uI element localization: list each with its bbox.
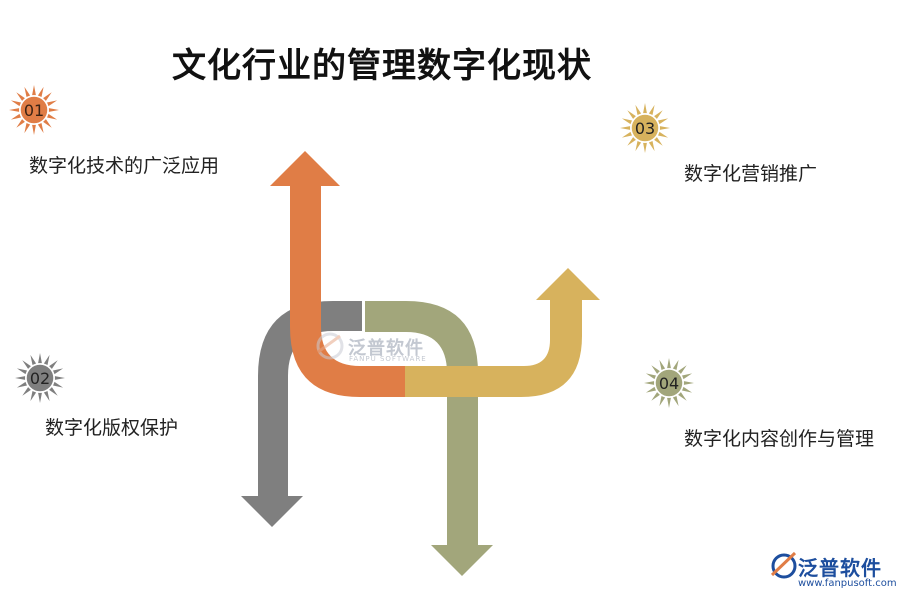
item-label-02: 数字化版权保护 <box>45 417 179 439</box>
item-label-04: 数字化内容创作与管理 <box>684 428 875 450</box>
watermark-logo-icon <box>316 332 344 360</box>
watermark-name: 泛普软件 <box>348 338 424 359</box>
watermark-subtitle: FANPU SOFTWARE <box>349 355 427 363</box>
page-title: 文化行业的管理数字化现状 <box>172 46 592 86</box>
fanpu-logo-icon <box>770 551 797 579</box>
sun-burst-icon <box>620 103 670 153</box>
badge-number: 02 <box>30 369 50 388</box>
badge-03: 03 <box>620 103 670 153</box>
badge-04: 04 <box>644 358 694 408</box>
sun-burst-icon <box>9 85 59 135</box>
item-label-01: 数字化技术的广泛应用 <box>29 155 220 177</box>
arrow-gray <box>241 301 362 527</box>
badge-01: 01 <box>9 85 59 135</box>
badge-number: 04 <box>659 374 679 393</box>
badge-number: 01 <box>24 101 44 120</box>
logo-name: 泛普软件 <box>798 556 882 580</box>
arrow-orange <box>270 151 406 397</box>
arrow-gold <box>405 268 600 397</box>
sun-burst-icon <box>15 353 65 403</box>
badge-02: 02 <box>15 353 65 403</box>
logo-url: www.fanpusoft.com <box>798 578 897 589</box>
badge-number: 03 <box>635 119 655 138</box>
item-label-03: 数字化营销推广 <box>684 163 818 185</box>
sun-burst-icon <box>644 358 694 408</box>
